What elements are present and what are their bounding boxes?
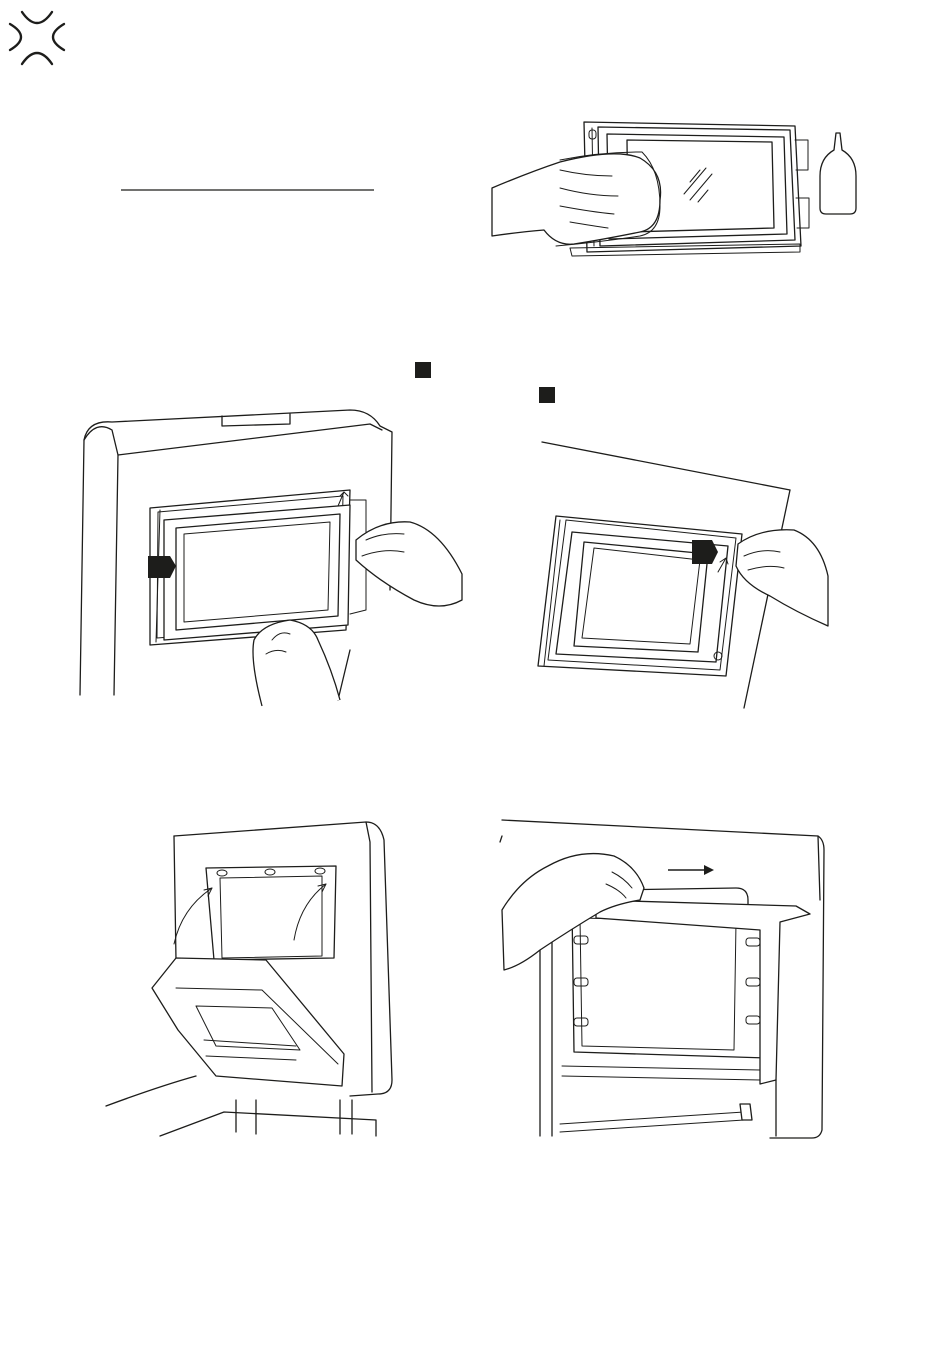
arrow-icon xyxy=(668,865,714,875)
frame-icon xyxy=(538,516,742,676)
rails-icon xyxy=(560,936,760,1132)
curved-arrow-icon xyxy=(174,884,326,944)
panel-icon xyxy=(152,958,344,1086)
cloth-icon xyxy=(556,152,660,246)
hand-icon xyxy=(736,530,828,626)
cleaner-bottle-icon xyxy=(820,133,856,214)
step-marker-icon xyxy=(539,387,555,403)
bracket-icon xyxy=(572,888,770,1058)
glass-frame-icon xyxy=(570,122,809,256)
cabinet-icon xyxy=(80,410,392,700)
hand-icon xyxy=(492,154,661,244)
bracket-icon xyxy=(206,866,336,960)
cabinet-icon xyxy=(106,822,392,1136)
step-marker-icon xyxy=(415,362,431,378)
frame-icon xyxy=(150,490,366,645)
hand-icon xyxy=(502,854,644,970)
cabinet-icon xyxy=(500,820,824,1138)
hand-icon xyxy=(253,522,462,706)
